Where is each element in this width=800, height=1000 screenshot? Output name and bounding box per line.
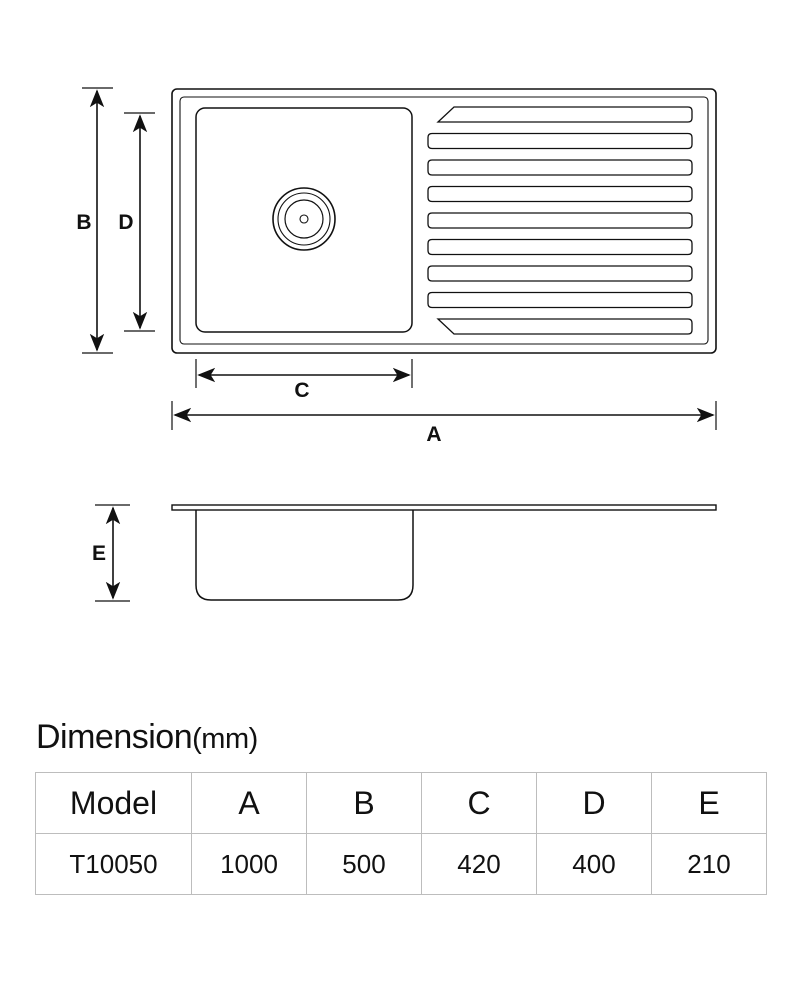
- dimension-e: [95, 504, 130, 602]
- table-row: T10050 1000 500 420 400 210: [35, 833, 767, 895]
- bowl-outline: [195, 107, 413, 333]
- dimension-lines: [82, 87, 717, 430]
- drainboard-rib: [427, 238, 693, 256]
- countertop-rim: [171, 504, 717, 511]
- cell-a: 1000: [191, 833, 307, 895]
- bowl-profile: [195, 510, 414, 601]
- drainboard-rib: [427, 159, 693, 176]
- cell-d: 400: [536, 833, 652, 895]
- table-header-row: Model A B C D E: [35, 772, 767, 834]
- sink-technical-drawing: B D C A E: [76, 87, 717, 602]
- drainboard-rib: [427, 132, 693, 150]
- cell-c: 420: [421, 833, 537, 895]
- header-d: D: [536, 772, 652, 834]
- drainboard-rib: [427, 265, 693, 282]
- drainboard-ribs: [427, 106, 693, 335]
- cell-e: 210: [651, 833, 767, 895]
- drainboard-rib: [427, 185, 693, 203]
- header-b: B: [306, 772, 422, 834]
- sink-inner-rim: [179, 96, 709, 345]
- sink-side-view: [171, 504, 717, 601]
- header-c: C: [421, 772, 537, 834]
- header-model: Model: [35, 772, 192, 834]
- drainboard-rib: [436, 318, 693, 335]
- dimension-title-main: Dimension: [36, 718, 193, 756]
- label-b: B: [76, 211, 91, 234]
- label-a: A: [426, 423, 441, 446]
- label-d: D: [118, 211, 133, 234]
- dimension-title-unit: (mm): [192, 723, 258, 755]
- header-e: E: [651, 772, 767, 834]
- drainboard-rib: [427, 212, 693, 229]
- cell-b: 500: [306, 833, 422, 895]
- drainboard-rib: [427, 291, 693, 309]
- dimension-table: Model A B C D E T10050 1000 500 420 400 …: [35, 772, 767, 895]
- drainboard-rib: [436, 106, 693, 123]
- label-c: C: [294, 379, 309, 402]
- sink-top-view: [171, 88, 717, 354]
- cell-model: T10050: [35, 833, 192, 895]
- label-e: E: [92, 542, 106, 565]
- header-a: A: [191, 772, 307, 834]
- drain-icon: [272, 187, 336, 251]
- dimension-title: Dimension(mm): [36, 718, 258, 757]
- sink-outer-outline: [171, 88, 717, 354]
